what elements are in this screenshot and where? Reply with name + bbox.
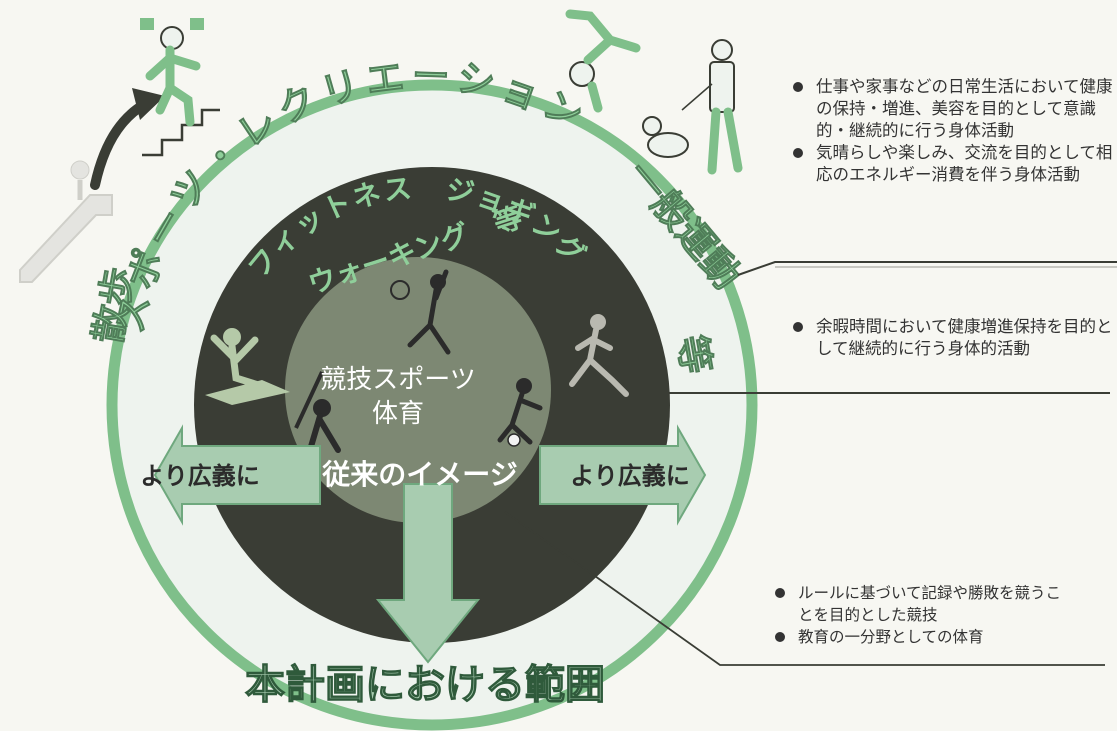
- note-item: 気晴らしや楽しみ、交流を目的として相応のエネルギー消費を伴う身体活動: [790, 142, 1115, 186]
- leader-line-inner: [504, 511, 1105, 666]
- arrow-left: [153, 424, 321, 526]
- inner-label-line1: 競技スポーツ: [320, 365, 475, 395]
- center-label: 従来のイメージ: [321, 458, 517, 491]
- arrow-right: [539, 424, 707, 526]
- inner-disc: [285, 257, 551, 523]
- yoga-figure-icon: [205, 328, 290, 405]
- note-item: 余暇時間において健康増進保持を目的として継続的に行う身体的活動: [790, 316, 1115, 360]
- outer-notes: 仕事や家事などの日常生活において健康の保持・増進、美容を目的として意識的・継続的…: [790, 76, 1115, 186]
- inner-notes: ルールに基づいて記録や勝敗を競うことを目的とした競技 教育の一分野としての体育: [772, 582, 1072, 648]
- inner-label-line2: 体育: [372, 399, 424, 429]
- scope-title: 本計画における範囲: [245, 662, 605, 708]
- stair-climber-icon: [140, 18, 220, 157]
- middle-notes: 余暇時間において健康増進保持を目的として継続的に行う身体的活動: [790, 316, 1115, 360]
- dog-walker-icon: [642, 39, 743, 175]
- leader-line-outer: [737, 261, 1117, 276]
- escalator-icon: [19, 160, 113, 283]
- note-item: ルールに基づいて記録や勝敗を競うことを目的とした競技: [772, 582, 1072, 626]
- breakdancer-icon: [565, 9, 641, 113]
- soccer-player-icon: [497, 378, 543, 447]
- basketball-player-icon: [390, 269, 451, 355]
- runner-icon: [569, 314, 629, 397]
- note-item: 教育の一分野としての体育: [772, 626, 1072, 648]
- outer-ring-etc: 等: [669, 332, 719, 377]
- baseball-player-icon: [294, 371, 341, 453]
- curved-arrow-icon: [90, 88, 165, 190]
- arrow-down: [375, 483, 481, 664]
- arrow-right-label: より広義に: [570, 462, 690, 490]
- arrow-left-label: より広義に: [140, 462, 260, 490]
- note-item: 仕事や家事などの日常生活において健康の保持・増進、美容を目的として意識的・継続的…: [790, 76, 1115, 142]
